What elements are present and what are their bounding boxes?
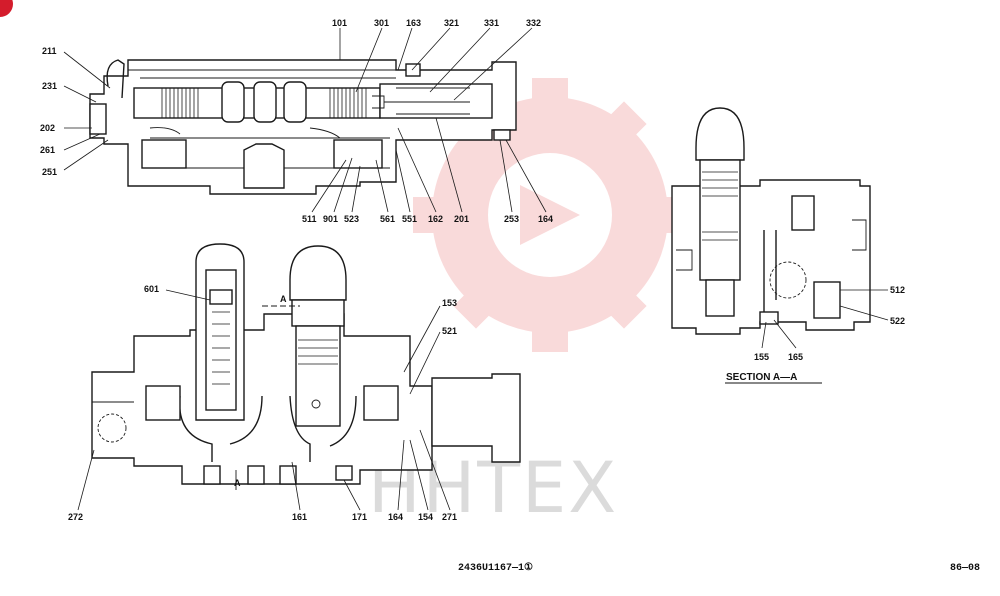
- front-view: A A: [91, 243, 521, 490]
- top-view: [89, 59, 517, 195]
- callout-231: 231: [42, 81, 57, 91]
- callout-161: 161: [292, 512, 307, 522]
- callout-331: 331: [484, 18, 499, 28]
- callout-164-top: 164: [538, 214, 553, 224]
- top-view-leaders: [63, 27, 547, 213]
- callout-154: 154: [418, 512, 433, 522]
- callout-511: 511: [302, 214, 317, 224]
- callout-165: 165: [788, 352, 803, 362]
- callout-512: 512: [890, 285, 905, 295]
- top-callouts: 101 301 163 321 331 332 211 231 202 261 …: [40, 18, 553, 224]
- callout-332: 332: [526, 18, 541, 28]
- callout-164-front: 164: [388, 512, 403, 522]
- callout-201: 201: [454, 214, 469, 224]
- callout-272: 272: [68, 512, 83, 522]
- drawing-number: 2436U1167—1①: [458, 562, 533, 574]
- callout-901: 901: [323, 214, 338, 224]
- callout-202: 202: [40, 123, 55, 133]
- callout-101: 101: [332, 18, 347, 28]
- section-view-leaders: [761, 289, 889, 349]
- callout-271: 271: [442, 512, 457, 522]
- section-callouts: 512 522 155 165: [754, 285, 905, 362]
- callout-155: 155: [754, 352, 769, 362]
- callout-162: 162: [428, 214, 443, 224]
- spool: [133, 81, 381, 123]
- callout-522: 522: [890, 316, 905, 326]
- callout-301: 301: [374, 18, 389, 28]
- callout-561: 561: [380, 214, 395, 224]
- callout-211: 211: [42, 46, 57, 56]
- front-callouts: 601 153 521 272 161 171 164 154 271: [68, 284, 457, 522]
- section-mark-bottom: A: [234, 478, 241, 488]
- callout-551: 551: [402, 214, 417, 224]
- callout-253: 253: [504, 214, 519, 224]
- callout-321: 321: [444, 18, 459, 28]
- section-mark-top: A: [280, 294, 287, 304]
- callout-523: 523: [344, 214, 359, 224]
- callout-251: 251: [42, 167, 57, 177]
- callout-171: 171: [352, 512, 367, 522]
- section-title: SECTION A—A: [726, 372, 797, 383]
- page-number: 86—08: [950, 563, 980, 574]
- section-view: [671, 107, 871, 335]
- callout-163: 163: [406, 18, 421, 28]
- callout-601: 601: [144, 284, 159, 294]
- callout-153: 153: [442, 298, 457, 308]
- callout-521: 521: [442, 326, 457, 336]
- callout-261: 261: [40, 145, 55, 155]
- corner-marker-icon: [0, 0, 13, 17]
- front-view-leaders: [77, 289, 451, 511]
